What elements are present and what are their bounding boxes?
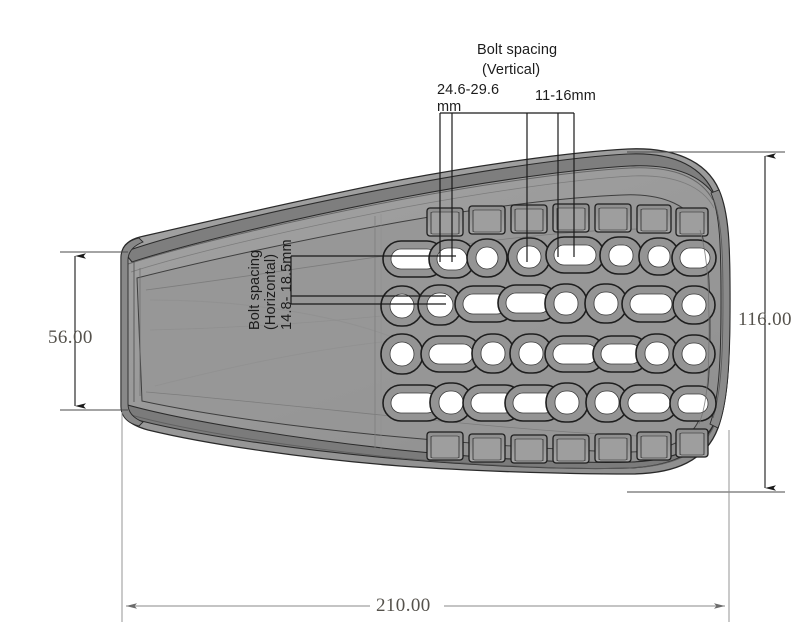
perforation-panel (380, 203, 717, 464)
lower-edge-highlight (126, 413, 715, 470)
slot-row-4 (382, 382, 717, 423)
slot-row-3 (380, 333, 716, 375)
dimension-label-116: 116.00 (738, 309, 792, 330)
dimension-label-56: 56.00 (48, 327, 93, 348)
vertical-bolt-spacing-value-left-line1: 24.6-29.6 (437, 82, 500, 98)
rear-lip-contour (698, 229, 710, 425)
dimension-height-left (60, 251, 128, 411)
bottom-notch-row (426, 428, 709, 464)
dimension-width-bottom (121, 412, 730, 622)
vertical-bolt-spacing-value-right: 11-16mm (535, 88, 596, 104)
horizontal-bolt-spacing-line1: Bolt spacing (247, 249, 263, 330)
top-notch-row (426, 203, 709, 237)
leader-vertical-bolt-spacing (439, 112, 575, 262)
upper-edge-highlight-2 (130, 175, 715, 273)
vertical-bolt-spacing-title-line1: Bolt spacing (477, 42, 558, 58)
vertical-bolt-spacing-title-line2: (Vertical) (482, 62, 541, 78)
dimension-label-210: 210.00 (376, 595, 431, 616)
rear-inner-line (712, 199, 724, 419)
slot-row-1 (382, 236, 717, 279)
leader-horizontal-bolt-spacing (290, 255, 456, 305)
rear-cap-detail (709, 189, 731, 429)
seat-pan-model (120, 148, 731, 475)
horizontal-bolt-spacing-line3: 14.8- 18.5mm (279, 239, 295, 330)
horizontal-bolt-spacing-line2: (Horizontal) (263, 253, 279, 330)
slot-row-2 (380, 283, 716, 327)
nose-cap-detail (120, 237, 144, 427)
dimension-height-right (627, 151, 785, 493)
vertical-bolt-spacing-value-left-line2: mm (437, 99, 462, 115)
upper-edge-highlight (127, 167, 714, 265)
